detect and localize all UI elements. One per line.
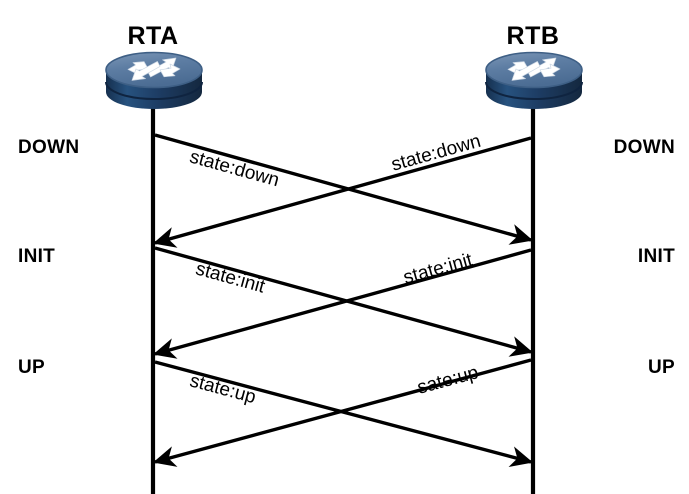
state-label-right-down: DOWN <box>613 137 675 158</box>
state-label-left-down: DOWN <box>18 137 80 158</box>
message-arrow-msg-up-b-to-a <box>153 358 532 467</box>
message-arrow-msg-init-b-to-a <box>153 248 532 359</box>
router-icons <box>105 51 583 110</box>
lifelines <box>150 103 536 494</box>
router-icon-rta[interactable] <box>105 51 203 110</box>
message-arrows <box>153 133 533 468</box>
message-arrow-msg-init-a-to-b <box>154 246 533 357</box>
state-label-right-up: UP <box>648 357 675 378</box>
message-arrow-msg-down-b-to-a <box>153 136 532 248</box>
state-label-left-up: UP <box>18 357 45 378</box>
state-label-left-init: INIT <box>18 246 56 267</box>
router-label-rta: RTA <box>127 22 179 50</box>
state-label-right-init: INIT <box>637 246 675 267</box>
message-arrow-msg-down-a-to-b <box>154 133 533 245</box>
router-label-rtb: RTB <box>506 22 560 50</box>
router-icon-rtb[interactable] <box>485 51 583 110</box>
